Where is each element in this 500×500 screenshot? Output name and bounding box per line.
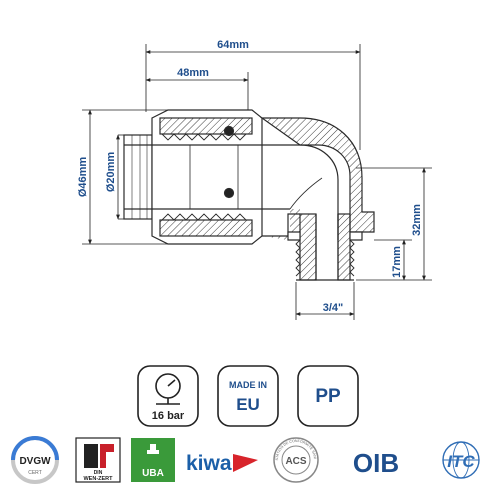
acs-label: ACS [285,456,306,467]
made-in-region: EU [236,395,260,414]
made-in-badge: MADE IN EU [217,365,279,427]
dim-thread-height: 17mm [391,246,403,278]
dim-overall-length: 64mm [217,39,249,51]
itc-logo: ITC [442,441,480,479]
elbow-fitting-drawing [123,109,375,281]
din-wenzert-logo: DIN WEN-ZERT [75,437,121,483]
kiwa-logo: kiwa [186,452,258,475]
dim-thread-size: 3/4" [323,302,344,314]
dvgw-sublabel: CERT [28,470,42,476]
dim-inner-diameter: Ø20mm [105,152,117,193]
kiwa-label: kiwa [186,452,232,475]
dim-height: 32mm [411,204,423,236]
pressure-gauge-icon [155,373,181,405]
dim-insert-length: 48mm [177,67,209,79]
made-in-label: MADE IN [229,380,267,390]
wenzert-label: WEN-ZERT [83,476,113,482]
dim-outer-diameter: Ø46mm [77,157,89,198]
oib-label: OIB [353,448,399,478]
pressure-label: 16 bar [152,410,185,422]
uba-logo: UBA [131,438,175,482]
uba-label: UBA [142,468,164,479]
dvgw-label: DVGW [19,456,51,467]
din-label: DIN [94,470,103,476]
pressure-badge: 16 bar [137,365,199,427]
dimension-lines [82,44,432,320]
oib-logo: OIB [353,448,399,478]
dvgw-logo: DVGW CERT [11,436,59,484]
itc-label: ITC [447,452,475,471]
material-label: PP [315,386,341,407]
material-badge: PP [297,365,359,427]
